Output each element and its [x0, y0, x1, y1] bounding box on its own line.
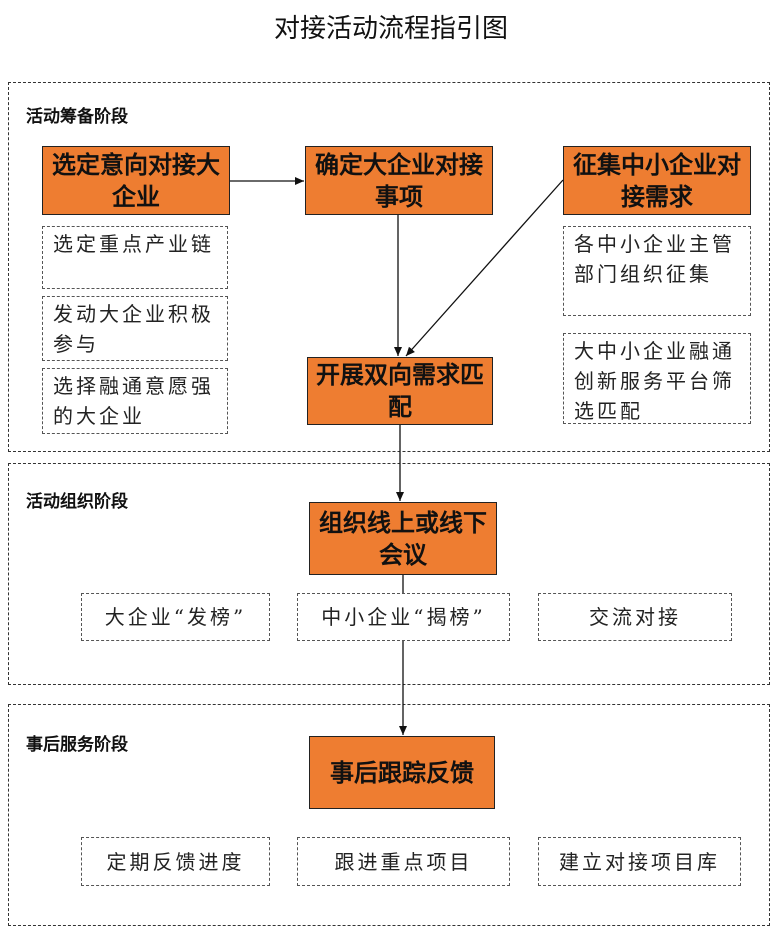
box-collect-demand: 征集中小企业对接需求 [563, 146, 751, 215]
diagram-title: 对接活动流程指引图 [273, 14, 508, 44]
stage-preparation [8, 82, 770, 452]
item-enterprise-post: 大企业“发榜” [81, 593, 270, 641]
box-demand-matching: 开展双向需求匹配 [307, 357, 493, 425]
box-tracking-feedback: 事后跟踪反馈 [309, 736, 495, 809]
item-project-library: 建立对接项目库 [538, 837, 741, 886]
note-platform-screening: 大中小企业融通创新服务平台筛选匹配 [563, 333, 751, 424]
stage-organization-label: 活动组织阶段 [26, 492, 128, 512]
note-select-willing-enterprises: 选择融通意愿强的大企业 [42, 368, 228, 434]
note-mobilize-enterprises: 发动大企业积极参与 [42, 296, 228, 361]
note-departments-collect: 各中小企业主管部门组织征集 [563, 226, 751, 316]
item-key-projects: 跟进重点项目 [297, 837, 510, 886]
box-confirm-matters: 确定大企业对接事项 [305, 146, 493, 215]
item-exchange: 交流对接 [538, 593, 732, 641]
note-key-industry-chain: 选定重点产业链 [42, 226, 228, 289]
item-regular-feedback: 定期反馈进度 [81, 837, 270, 886]
stage-preparation-label: 活动筹备阶段 [26, 107, 128, 127]
stage-followup-label: 事后服务阶段 [26, 735, 128, 755]
box-organize-meeting: 组织线上或线下会议 [309, 502, 497, 575]
stage-organization [8, 463, 770, 685]
box-select-enterprise: 选定意向对接大企业 [42, 146, 230, 215]
arrow-collect-to-matching [405, 179, 564, 357]
item-sme-accept: 中小企业“揭榜” [297, 593, 510, 641]
stage-followup [8, 704, 770, 926]
